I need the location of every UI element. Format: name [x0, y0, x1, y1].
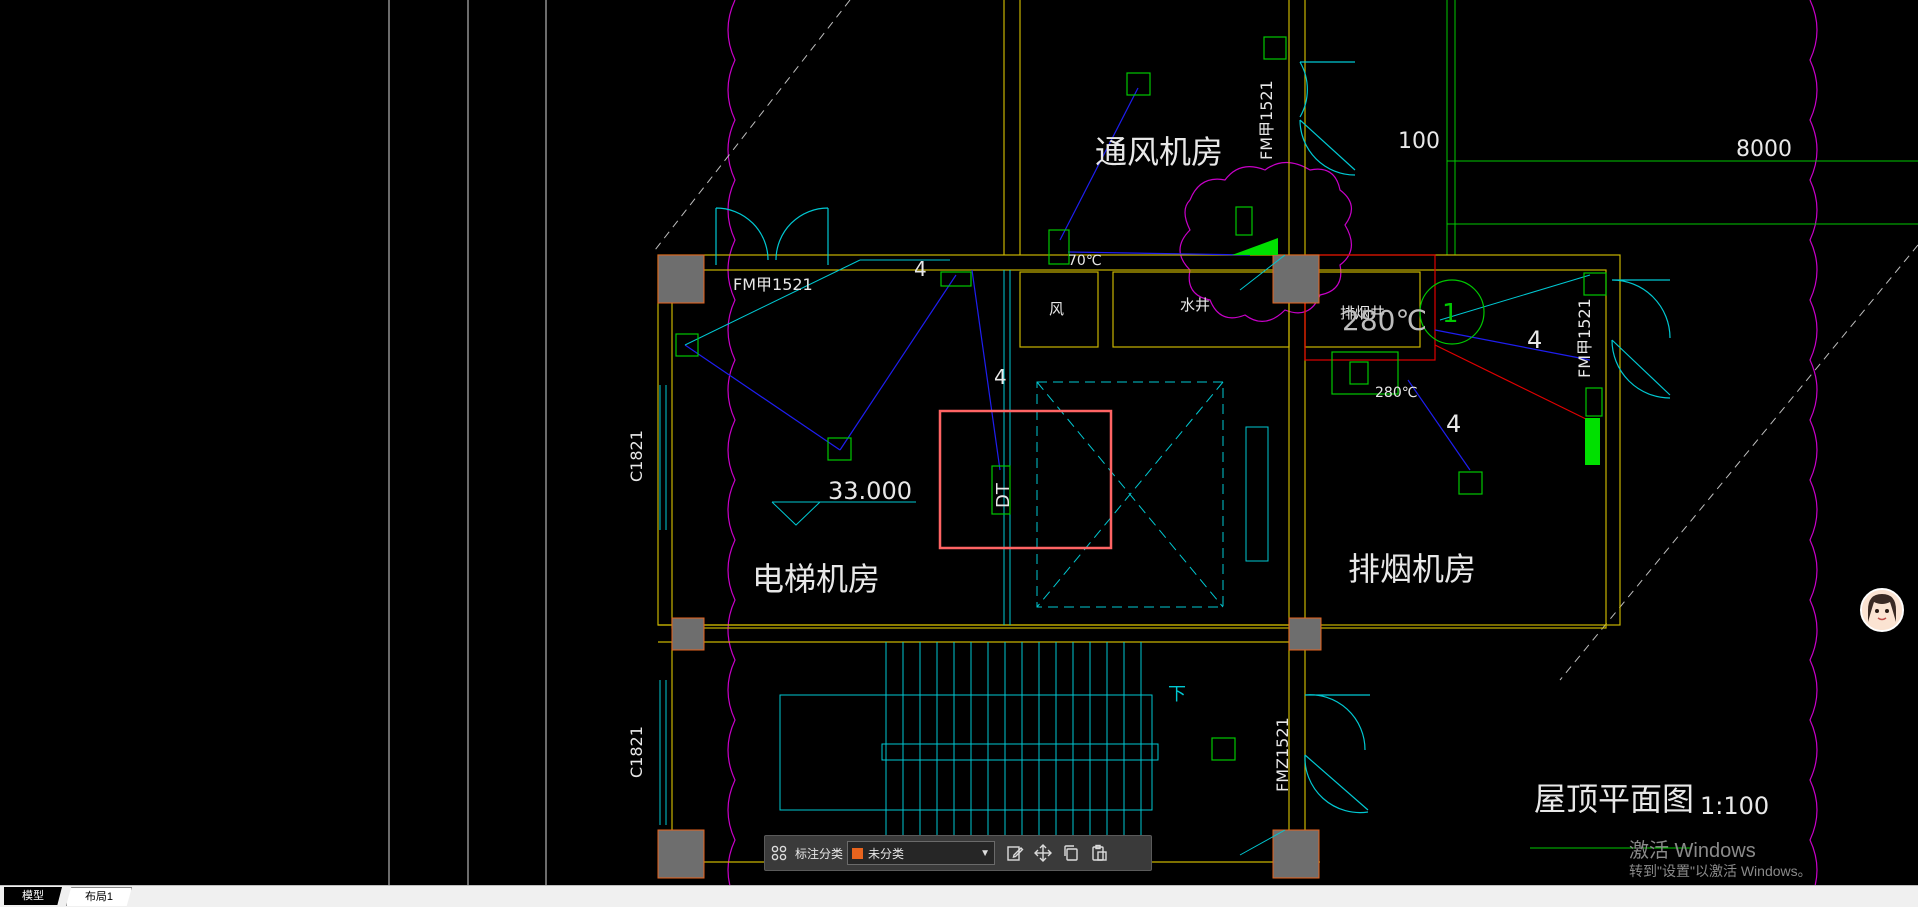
door-tag-fmz: FMZ1521	[1273, 717, 1292, 792]
category-color-swatch	[852, 847, 864, 859]
annotation-category-select[interactable]: 未分类 ▼	[847, 841, 996, 865]
axis-lines	[388, 0, 547, 885]
shaft-label-wind: 风	[1049, 300, 1064, 318]
cad-drawing-canvas[interactable]: 通风机房 电梯机房 排烟机房 风 水井 排烟井 FM甲1521 33.000 1…	[0, 0, 1918, 885]
door-tag-fm-a-top: FM甲1521	[733, 275, 813, 294]
wire-count-d: 4	[1446, 410, 1461, 438]
room-label-smoke-exhaust: 排烟机房	[1348, 550, 1476, 588]
paste-icon[interactable]	[1085, 839, 1113, 867]
walls	[657, 0, 1621, 863]
temp-70: 70℃	[1068, 253, 1102, 269]
temp-280-large: 280℃	[1342, 304, 1427, 337]
stair-treads	[885, 642, 1142, 846]
dimension-lines	[1446, 0, 1918, 849]
window-tag-lower: C1821	[627, 726, 646, 778]
move-icon[interactable]	[1029, 839, 1057, 867]
windows-activation-watermark: 激活 Windows 转到"设置"以激活 Windows。	[1629, 840, 1812, 880]
avatar-face-icon	[1862, 590, 1902, 630]
wire-count-c: 4	[1527, 326, 1542, 354]
wiring-blue	[684, 87, 1591, 471]
fire-damper-markers	[1232, 238, 1600, 465]
annotation-toolbar: 标注分类 未分类 ▼	[764, 835, 1152, 871]
selection-box[interactable]	[938, 409, 1113, 550]
wire-count-b: 4	[994, 365, 1007, 389]
staircase	[779, 642, 1159, 846]
columns	[657, 254, 1322, 879]
window-tag-upper: C1821	[627, 430, 646, 482]
wire-count-a: 4	[914, 257, 927, 281]
dim-100: 100	[1398, 129, 1440, 154]
shaft-label-water: 水井	[1180, 296, 1210, 314]
category-selected-value: 未分类	[868, 846, 905, 861]
device-symbols	[675, 36, 1607, 761]
room-label-elevator: 电梯机房	[752, 560, 880, 598]
elevator-tag: DT	[993, 482, 1014, 508]
revision-cloud-right	[1809, 0, 1818, 885]
shaft-label-smoke: 排烟井	[1340, 304, 1385, 322]
elevation-value: 33.000	[828, 477, 912, 505]
room-label-ventilation: 通风机房	[1095, 133, 1223, 171]
annotation-category-label: 标注分类	[795, 846, 844, 861]
copy-icon[interactable]	[1057, 839, 1085, 867]
door-tag-fm-a-vertical: FM甲1521	[1257, 80, 1276, 160]
watermark-line1: 激活 Windows	[1629, 840, 1756, 862]
assistant-avatar[interactable]	[1860, 588, 1904, 632]
chevron-down-icon: ▼	[980, 847, 991, 859]
edit-icon[interactable]	[1001, 839, 1029, 867]
doors	[715, 61, 1671, 814]
stair-down-arrow: 下	[1168, 684, 1186, 705]
tab-layout1[interactable]: 布局1	[66, 887, 132, 906]
grid-icon[interactable]	[765, 839, 793, 867]
watermark-line2: 转到"设置"以激活 Windows。	[1629, 863, 1812, 879]
sheet-title: 屋顶平面图	[1534, 780, 1694, 818]
revision-cloud-shaft	[1179, 161, 1352, 322]
floor-plan-drawing: 通风机房 电梯机房 排烟机房 风 水井 排烟井 FM甲1521 33.000 1…	[388, 0, 1918, 885]
tab-model[interactable]: 模型	[4, 887, 62, 905]
revision-cloud-left	[727, 0, 736, 885]
sheet-scale: 1:100	[1700, 792, 1769, 820]
layout-tab-bar: 模型 布局1	[0, 885, 1918, 907]
smoke-shaft-outline	[1304, 254, 1589, 421]
elevation-marker	[771, 501, 916, 526]
elevator-shaft	[1003, 270, 1269, 625]
windows	[659, 385, 667, 825]
temp-280: 280℃	[1375, 385, 1417, 401]
door-tag-fm-a-right: FM甲1521	[1575, 298, 1594, 378]
wiring-cyan	[684, 254, 1591, 856]
dim-8000: 8000	[1736, 137, 1792, 162]
grid-bubble-1: 1	[1442, 299, 1459, 329]
